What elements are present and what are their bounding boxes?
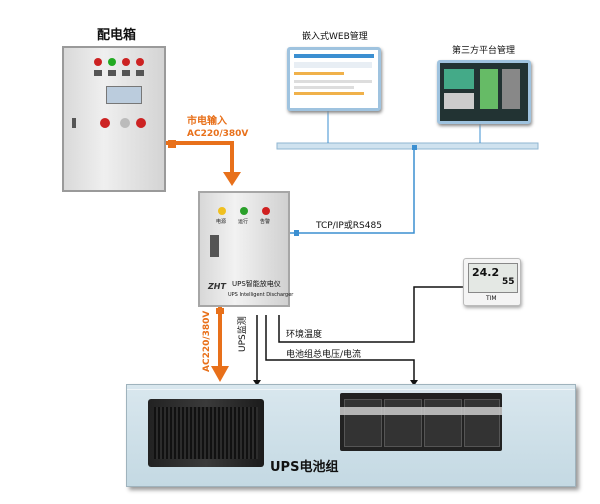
led-power-label: 电源 xyxy=(216,219,227,225)
sensor-footer: TIM xyxy=(486,295,497,302)
sensor-temp-value: 24.2 xyxy=(472,266,500,279)
third-party-label: 第三方平台管理 xyxy=(452,46,516,56)
led-run-label: 运行 xyxy=(238,219,249,225)
ups-monitor-label: UPS监测 xyxy=(238,316,248,352)
tcp-ip-node xyxy=(412,145,417,150)
distribution-box-label: 配电箱 xyxy=(97,28,137,43)
mains-arrow xyxy=(223,172,241,186)
sensor-humidity-value: 55 xyxy=(502,277,515,287)
mains-input-label: 市电输入 xyxy=(187,116,227,127)
discharger-name-en: UPS Intelligent Discharger xyxy=(228,292,294,298)
temp-humidity-sensor: 24.2 55 TIM xyxy=(463,258,521,306)
led-alarm-label: 告警 xyxy=(260,219,271,225)
tcp-ip-line xyxy=(290,149,415,234)
mains-input-line xyxy=(166,141,234,174)
tcp-ip-label: TCP/IP或RS485 xyxy=(316,221,382,231)
discharger-logo: ZHT xyxy=(208,282,226,291)
distribution-box xyxy=(62,46,166,192)
web-management-screen xyxy=(287,47,381,111)
third-party-screen xyxy=(437,60,531,124)
battery-pack xyxy=(340,393,502,451)
env-temp-line xyxy=(278,286,463,343)
battery-line xyxy=(265,315,415,384)
ups-unit xyxy=(148,399,264,467)
network-bus xyxy=(276,142,539,150)
env-temp-label: 环境温度 xyxy=(286,330,323,340)
ups-intelligent-discharger: 电源 运行 告警 ZHT UPS智能放电仪 UPS Intelligent Di… xyxy=(198,191,294,307)
mains-voltage-label: AC220/380V xyxy=(187,129,249,139)
ac-vertical-label: AC220/380V xyxy=(202,310,212,372)
ups-battery-group-label: UPS电池组 xyxy=(270,460,339,475)
ac-down-arrow xyxy=(211,366,229,382)
discharger-name-cn: UPS智能放电仪 xyxy=(232,280,281,288)
battery-voltage-current-label: 电池组总电压/电流 xyxy=(286,350,362,360)
embedded-web-label: 嵌入式WEB管理 xyxy=(302,32,368,42)
